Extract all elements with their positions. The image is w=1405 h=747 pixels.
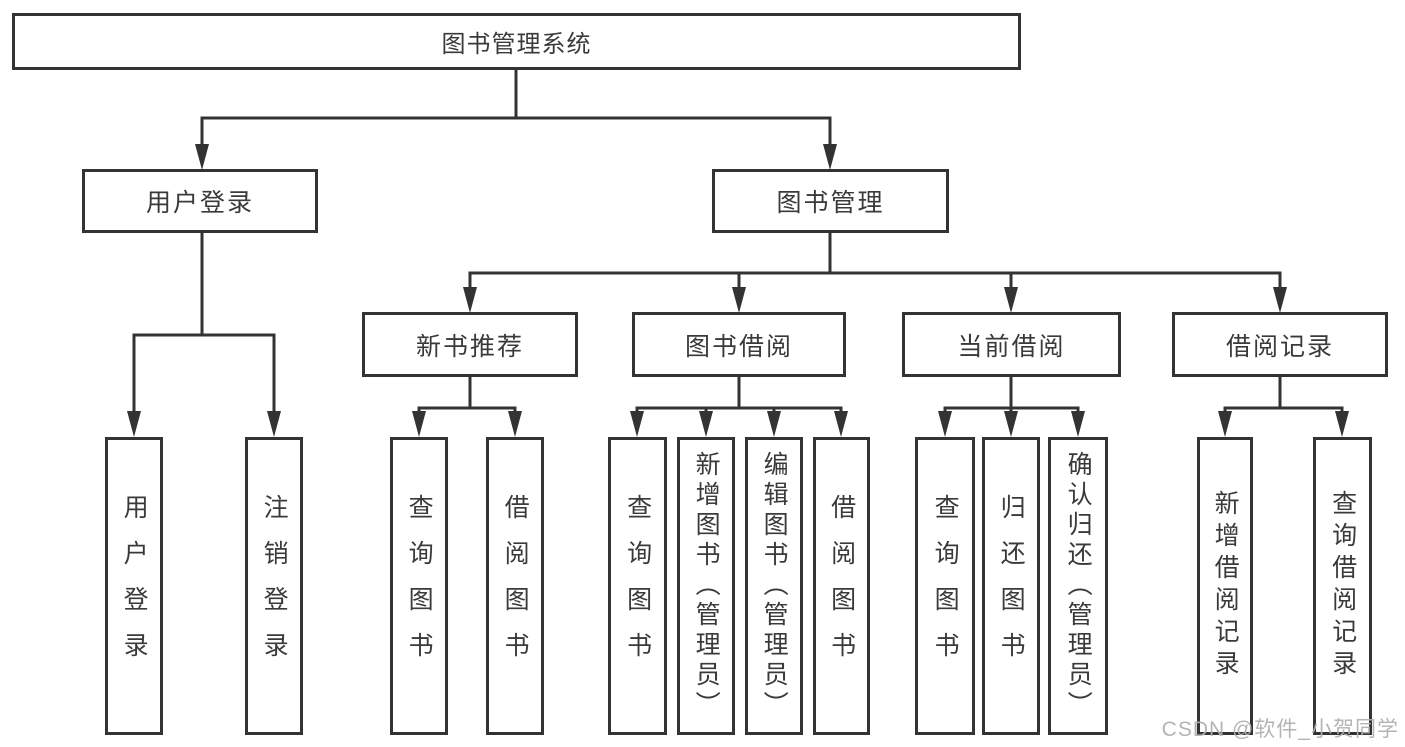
node-library-system-label: 图书管理系统 bbox=[441, 31, 592, 58]
leaf-query-borrow-record: 查询借阅记录 bbox=[1313, 437, 1372, 735]
leaf-add-borrow-record-label: 新增借阅记录 bbox=[1211, 490, 1240, 682]
leaf-borrow-books-recommend-label: 借阅图书 bbox=[501, 494, 530, 678]
node-book-borrowing: 图书借阅 bbox=[632, 312, 846, 377]
node-current-borrowing-label: 当前借阅 bbox=[957, 332, 1066, 361]
node-user-login: 用户登录 bbox=[82, 169, 318, 233]
leaf-logout-login: 注销登录 bbox=[245, 437, 303, 735]
leaf-query-books-recommend-label: 查询图书 bbox=[405, 494, 434, 678]
leaf-confirm-return-admin-label: 确认归还（管理员） bbox=[1064, 451, 1093, 721]
leaf-query-books-borrowing-label: 查询图书 bbox=[623, 494, 652, 678]
node-library-system: 图书管理系统 bbox=[12, 13, 1021, 70]
leaf-add-books-admin-label: 新增图书（管理员） bbox=[692, 451, 721, 721]
leaf-borrow-books-borrowing-label: 借阅图书 bbox=[827, 494, 856, 678]
leaf-query-books-recommend: 查询图书 bbox=[390, 437, 448, 735]
leaf-return-books: 归还图书 bbox=[982, 437, 1040, 735]
node-borrow-records-label: 借阅记录 bbox=[1225, 332, 1334, 361]
node-borrow-records: 借阅记录 bbox=[1172, 312, 1388, 377]
csdn-watermark: CSDN @软件_小贺同学 bbox=[1161, 718, 1399, 741]
leaf-query-books-borrowing: 查询图书 bbox=[608, 437, 667, 735]
arrowheads bbox=[127, 144, 1349, 437]
node-new-book-recommend: 新书推荐 bbox=[362, 312, 578, 377]
leaf-edit-books-admin: 编辑图书（管理员） bbox=[745, 437, 803, 735]
leaf-query-books-current-label: 查询图书 bbox=[931, 494, 960, 678]
node-user-login-label: 用户登录 bbox=[145, 189, 254, 217]
node-new-book-recommend-label: 新书推荐 bbox=[415, 332, 524, 361]
leaf-confirm-return-admin: 确认归还（管理员） bbox=[1048, 437, 1108, 735]
leaf-user-login-label: 用户登录 bbox=[120, 494, 149, 678]
leaf-user-login: 用户登录 bbox=[105, 437, 163, 735]
leaf-add-books-admin: 新增图书（管理员） bbox=[677, 437, 735, 735]
leaf-query-borrow-record-label: 查询借阅记录 bbox=[1328, 490, 1357, 682]
leaf-borrow-books-borrowing: 借阅图书 bbox=[813, 437, 870, 735]
node-book-management-label: 图书管理 bbox=[776, 189, 885, 217]
leaf-edit-books-admin-label: 编辑图书（管理员） bbox=[760, 451, 789, 721]
leaf-add-borrow-record: 新增借阅记录 bbox=[1197, 437, 1253, 735]
leaf-return-books-label: 归还图书 bbox=[997, 494, 1026, 678]
node-book-management: 图书管理 bbox=[712, 169, 949, 233]
leaf-logout-login-label: 注销登录 bbox=[260, 494, 289, 678]
node-current-borrowing: 当前借阅 bbox=[902, 312, 1121, 377]
leaf-borrow-books-recommend: 借阅图书 bbox=[486, 437, 544, 735]
leaf-query-books-current: 查询图书 bbox=[915, 437, 975, 735]
node-book-borrowing-label: 图书借阅 bbox=[684, 332, 793, 361]
